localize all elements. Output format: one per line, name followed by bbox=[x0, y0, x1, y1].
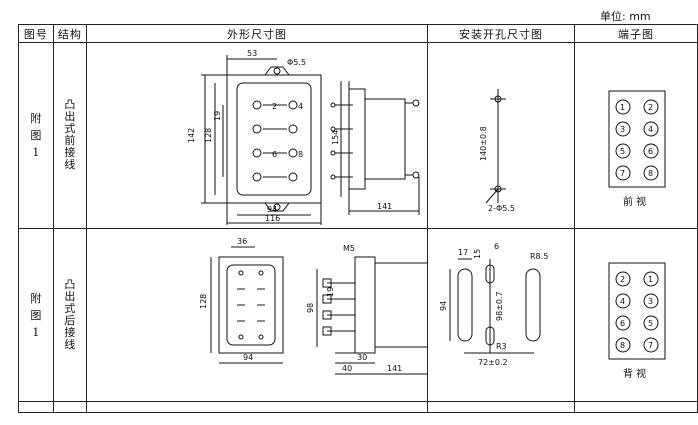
dim-116: 116 bbox=[265, 214, 280, 223]
terminal-number: 8 bbox=[620, 341, 625, 350]
figno-cell: 附 图 1 bbox=[18, 228, 54, 402]
dim-19: 19 bbox=[213, 111, 222, 121]
pin-label: 8 bbox=[298, 150, 303, 159]
dim-hole: 2-Φ5.5 bbox=[488, 204, 515, 213]
dim-94: 94 bbox=[243, 353, 253, 362]
terminal-number: 5 bbox=[648, 319, 653, 328]
outline-drawing-cell: 36 128 94 M5 98 19 30 40 141 bbox=[85, 228, 428, 402]
figno-2c: 1 bbox=[32, 325, 40, 339]
dim-142: 142 bbox=[187, 128, 196, 143]
empty-cell bbox=[426, 401, 575, 413]
dim-r3: R3 bbox=[496, 342, 507, 351]
outline-drawing-cell: 53 Φ5.5 142 128 19 154 94 116 141 2 4 6 … bbox=[85, 42, 428, 229]
table-row: 附 图 1 凸出式后接线 bbox=[18, 228, 698, 402]
empty-cell bbox=[18, 401, 54, 413]
dim-98: 98±0.7 bbox=[495, 291, 504, 321]
terminal-diagram-front: 1 2 3 4 5 6 7 8 前 视 bbox=[608, 90, 666, 208]
terminal-drawing-cell: 2 1 4 3 6 5 8 7 背 视 bbox=[573, 228, 698, 402]
dim-154: 154 bbox=[331, 130, 340, 145]
terminal-number: 1 bbox=[648, 275, 653, 284]
header-figno: 图号 bbox=[18, 24, 54, 43]
dim-94: 94 bbox=[439, 301, 448, 311]
pin-label: 2 bbox=[272, 102, 277, 111]
header-outline: 外形尺寸图 bbox=[85, 24, 428, 43]
dim-98: 98 bbox=[306, 303, 315, 313]
header-mounting: 安装开孔尺寸图 bbox=[426, 24, 575, 43]
header-row: 图号 结构 外形尺寸图 安装开孔尺寸图 端子图 bbox=[18, 24, 698, 43]
structure-cell: 凸出式后接线 bbox=[52, 228, 87, 402]
dim-15: 15 bbox=[473, 249, 482, 259]
table-row bbox=[18, 401, 698, 413]
terminal-number: 2 bbox=[648, 103, 653, 112]
terminal-number: 4 bbox=[620, 297, 625, 306]
dim-36: 36 bbox=[237, 237, 247, 246]
structure-cell: 凸出式前接线 bbox=[52, 42, 87, 229]
figno-2a: 附 bbox=[30, 291, 42, 305]
figno-1b: 图 bbox=[30, 129, 42, 142]
figno-1c: 1 bbox=[32, 146, 40, 159]
spec-table: 图号 结构 外形尺寸图 安装开孔尺寸图 端子图 附 图 1 凸出式前接线 bbox=[18, 24, 698, 413]
dim-128: 128 bbox=[199, 294, 208, 309]
empty-cell bbox=[573, 401, 698, 413]
dim-17: 17 bbox=[458, 248, 468, 257]
pin-label: 6 bbox=[272, 150, 277, 159]
unit-label: 单位: mm bbox=[600, 10, 651, 23]
dim-19: 19 bbox=[326, 287, 335, 297]
terminal-number: 2 bbox=[620, 275, 625, 284]
mounting-drawing-front: 140±0.8 2-Φ5.5 bbox=[479, 89, 515, 213]
terminal-number: 1 bbox=[620, 103, 625, 112]
dim-phi: Φ5.5 bbox=[287, 58, 306, 67]
table-row: 附 图 1 凸出式前接线 bbox=[18, 42, 698, 229]
mounting-drawing-rear: 17 6 15 R8.5 94 98±0.7 R3 72±0.2 bbox=[439, 242, 548, 367]
dim-141: 141 bbox=[377, 202, 392, 211]
terminal-caption: 前 视 bbox=[623, 195, 646, 208]
terminal-drawing-cell: 1 2 3 4 5 6 7 8 前 视 bbox=[573, 42, 698, 229]
terminal-number: 6 bbox=[648, 147, 653, 156]
mounting-drawing-cell: 140±0.8 2-Φ5.5 bbox=[426, 42, 575, 229]
dim-40: 40 bbox=[342, 364, 352, 373]
terminal-number: 7 bbox=[648, 341, 653, 350]
dim-94: 94 bbox=[267, 205, 277, 214]
empty-cell bbox=[52, 401, 87, 413]
dim-128: 128 bbox=[204, 128, 213, 143]
dim-53: 53 bbox=[247, 49, 257, 58]
outline-drawing-rear: 36 128 94 M5 98 19 30 40 141 bbox=[199, 237, 427, 375]
figno-cell: 附 图 1 bbox=[18, 42, 54, 229]
dim-72: 72±0.2 bbox=[478, 358, 508, 367]
dim-140: 140±0.8 bbox=[479, 126, 488, 161]
mounting-drawing-cell: 17 6 15 R8.5 94 98±0.7 R3 72±0.2 bbox=[426, 228, 575, 402]
terminal-number: 4 bbox=[648, 125, 653, 134]
dim-30: 30 bbox=[357, 353, 367, 362]
pin-label: 4 bbox=[298, 102, 303, 111]
outline-drawing-front: 53 Φ5.5 142 128 19 154 94 116 141 2 4 6 … bbox=[187, 49, 420, 225]
dim-6: 6 bbox=[494, 242, 499, 251]
terminal-diagram-rear: 2 1 4 3 6 5 8 7 背 视 bbox=[608, 262, 666, 380]
dim-r85: R8.5 bbox=[530, 252, 548, 261]
terminal-number: 6 bbox=[620, 319, 625, 328]
terminal-number: 7 bbox=[620, 169, 625, 178]
header-structure: 结构 bbox=[52, 24, 87, 43]
terminal-caption: 背 视 bbox=[623, 367, 646, 380]
terminal-number: 8 bbox=[648, 169, 653, 178]
dim-141: 141 bbox=[387, 364, 402, 373]
figno-2b: 图 bbox=[30, 308, 42, 322]
terminal-number: 5 bbox=[620, 147, 625, 156]
dim-m5: M5 bbox=[343, 244, 355, 253]
structure-label: 凸出式前接线 bbox=[64, 98, 76, 171]
terminal-number: 3 bbox=[620, 125, 625, 134]
figno-1a: 附 bbox=[30, 112, 42, 125]
terminal-number: 3 bbox=[648, 297, 653, 306]
structure-label: 凸出式后接线 bbox=[64, 277, 76, 351]
header-terminal: 端子图 bbox=[573, 24, 698, 43]
empty-cell bbox=[85, 401, 428, 413]
